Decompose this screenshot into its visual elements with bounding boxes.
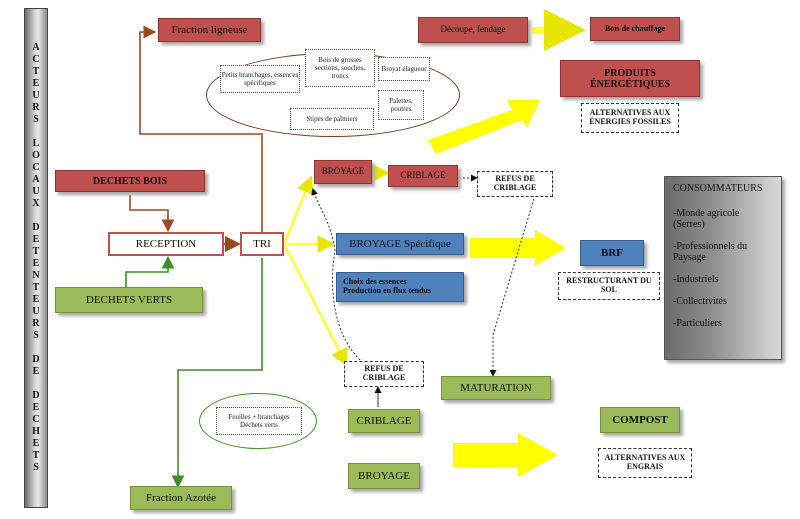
fraction-ligneuse-box: Fraction ligneuse	[158, 18, 261, 42]
actors-letter: U	[32, 186, 40, 197]
dotted-refus-down	[489, 194, 536, 377]
yellow-connector-refus	[283, 245, 348, 367]
actors-letter: U	[32, 306, 40, 317]
connector-dechets-bois	[129, 195, 175, 233]
connector-dechets-verts	[125, 255, 175, 288]
consumer-item: -Particuliers	[673, 318, 722, 329]
choix-essences-box: Choix des essences Production en flux te…	[336, 272, 464, 302]
wood-item-petits-branchages: Petits branchages, essences spécifiques	[220, 65, 300, 93]
dechets-bois-box: DECHETS BOIS	[55, 170, 205, 192]
decoupe-fendage-box: Découpe, fendage	[418, 17, 528, 43]
actors-letter: C	[32, 54, 40, 65]
refus-criblage-top-box: REFUS DE CRIBLAGE	[477, 171, 553, 197]
actors-letter: O	[32, 150, 40, 161]
choix-essences-line1: Choix des essences	[343, 277, 407, 287]
broyage-specifique-box: BROYAGE Spécifique	[336, 233, 464, 255]
actors-letter: L	[32, 138, 40, 149]
restructurant-sol-box: RESTRUCTURANT DU SOL	[558, 272, 660, 300]
actors-letter: S	[33, 330, 39, 341]
actors-letter: R	[32, 102, 40, 113]
connector-fraction-ligneuse	[139, 25, 263, 232]
connector-fraction-azotee	[171, 258, 263, 489]
actors-letter: H	[32, 426, 40, 437]
wood-item-bois-grosses-sections: Bois de grosses sections, souches, tronc…	[305, 49, 375, 87]
actors-letter: E	[32, 366, 40, 377]
actors-letter: C	[32, 162, 40, 173]
actors-letter: S	[33, 114, 39, 125]
consumer-item: -Collectivités	[673, 296, 727, 307]
green-waste-ellipse	[199, 393, 317, 449]
wood-item-palettes: Palettes, poutres	[378, 90, 424, 120]
actors-letter: A	[32, 42, 40, 53]
broyage-bottom-box: BROYAGE	[348, 463, 420, 489]
actors-letter: T	[32, 66, 40, 77]
maturation-box: MATURATION	[441, 376, 551, 400]
actors-letter: T	[32, 246, 40, 257]
consumer-item: -Monde agricole (Serres)	[673, 208, 740, 230]
dechets-verts-box: DECHETS VERTS	[55, 287, 203, 313]
bois-chauffage-box: Bois de chauffage	[590, 17, 680, 41]
wood-item-broyat-elagueur: Broyat élagueur	[378, 57, 430, 81]
actors-letter: D	[32, 222, 40, 233]
alternatives-energies-box: ALTERNATIVES AUX ÉNERGIES FOSSILES	[581, 103, 679, 133]
actors-letter: T	[32, 450, 40, 461]
actors-letter: X	[32, 198, 40, 209]
criblage-bottom-box: CRIBLAGE	[348, 409, 420, 433]
choix-essences-line2: Production en flux tendus	[343, 286, 432, 295]
actors-letter: U	[32, 90, 40, 101]
actors-letter: E	[32, 402, 40, 413]
actors-letter: R	[32, 318, 40, 329]
alternatives-engrais-box: ALTERNATIVES AUX ENGRAIS	[598, 448, 692, 478]
consumer-item: -Industriels	[673, 274, 719, 285]
actors-letter: E	[32, 78, 40, 89]
produits-energetiques-box: PRODUITS ÉNERGÉTIQUES	[560, 60, 700, 97]
broyage-top-box: BROYAGE	[314, 160, 372, 184]
big-arrow-compost	[453, 433, 558, 477]
actors-letter: C	[32, 414, 40, 425]
criblage-top-box: CRIBLAGE	[388, 165, 458, 187]
consumers-title: CONSOMMATEURS	[673, 183, 763, 194]
consumers-panel: CONSOMMATEURS -Monde agricole (Serres) -…	[664, 176, 782, 360]
actors-letter: N	[32, 270, 40, 281]
big-arrow-energetiques	[428, 100, 540, 154]
actors-letter: E	[32, 234, 40, 245]
actors-letter: A	[32, 174, 40, 185]
actors-letter: E	[32, 438, 40, 449]
brf-box: BRF	[580, 240, 644, 266]
consumer-item: -Professionnels du Paysage	[673, 241, 748, 263]
yellow-connector-broyage	[283, 175, 314, 243]
compost-box: COMPOST	[600, 407, 680, 433]
actors-letter: D	[32, 390, 40, 401]
actors-letter: S	[33, 462, 39, 473]
actors-letter: T	[32, 282, 40, 293]
big-arrow-brf	[470, 230, 566, 266]
dotted-refus-back	[311, 188, 361, 361]
green-item-feuilles: Feuilles + branchages Déchets verts	[216, 407, 302, 435]
reception-box: RECEPTION	[108, 232, 224, 256]
actors-letter: D	[32, 354, 40, 365]
refus-criblage-bottom-box: REFUS DE CRIBLAGE	[344, 361, 424, 387]
actors-letter: E	[32, 294, 40, 305]
tri-box: TRI	[240, 232, 284, 256]
wood-item-stipes-palmiers: Stipes de palmiers	[290, 108, 374, 130]
fraction-azotee-box: Fraction Azotée	[130, 486, 232, 510]
actors-letter: E	[32, 258, 40, 269]
